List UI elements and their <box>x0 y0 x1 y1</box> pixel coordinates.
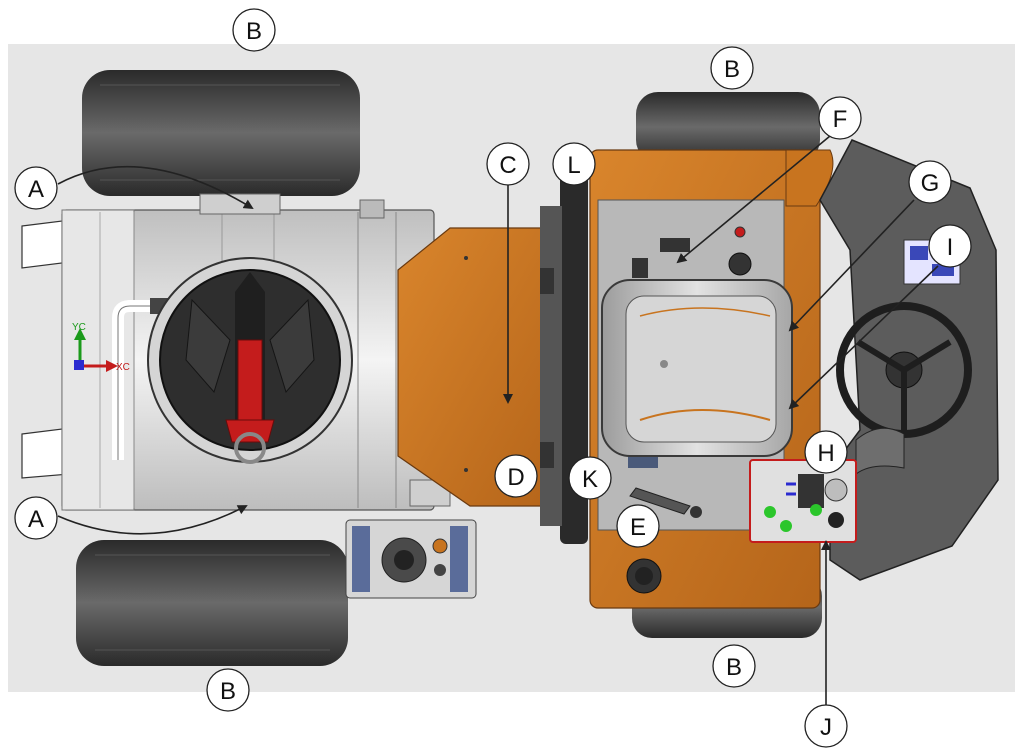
callout-k: K <box>568 456 612 500</box>
callout-g-label: G <box>921 170 940 197</box>
callout-a-top-label: A <box>28 176 44 203</box>
callout-a-bottom: A <box>14 496 58 540</box>
axis-indicator: YC XC <box>72 322 130 373</box>
callout-b-bottom-right-label: B <box>726 654 742 681</box>
callout-e: E <box>616 504 660 548</box>
callout-f-label: F <box>833 106 848 133</box>
pointer-lines <box>57 135 939 710</box>
axis-label-x: XC <box>116 362 130 373</box>
callout-d: D <box>494 454 538 498</box>
callout-c: C <box>486 142 530 186</box>
callout-a-top: A <box>14 166 58 210</box>
callout-d-label: D <box>507 464 524 491</box>
callout-b-top-right-label: B <box>724 56 740 83</box>
tire-bottom-left <box>76 540 348 666</box>
pump-box <box>345 519 477 599</box>
callout-b-bottom-right: B <box>712 644 756 688</box>
pointer-a-top <box>57 165 254 210</box>
control-panel <box>749 459 857 543</box>
callout-c-label: C <box>499 152 516 179</box>
callout-i-label: I <box>947 234 954 261</box>
callout-g: G <box>908 160 952 204</box>
callout-h-label: H <box>817 440 834 467</box>
callout-b-bottom-left: B <box>206 668 250 712</box>
callout-j: J <box>804 704 848 748</box>
tire-top-right <box>636 92 820 162</box>
callout-j-label: J <box>820 714 832 741</box>
pointer-a-bottom <box>57 505 248 535</box>
seat <box>601 279 793 457</box>
pointer-i <box>788 265 939 410</box>
callout-a-bottom-label: A <box>28 506 44 533</box>
callout-k-label: K <box>582 466 598 493</box>
hinge-frame <box>540 172 588 544</box>
axis-label-y: YC <box>72 322 86 333</box>
pointer-g <box>788 199 915 332</box>
tire-top-left <box>82 70 360 196</box>
callout-b-top-right: B <box>710 46 754 90</box>
callout-b-bottom-left-label: B <box>220 678 236 705</box>
callout-b-top-left: B <box>232 8 276 52</box>
callout-l-label: L <box>567 152 580 179</box>
callout-e-label: E <box>630 514 646 541</box>
callout-h: H <box>804 430 848 474</box>
callout-b-top-left-label: B <box>246 18 262 45</box>
callout-f: F <box>818 96 862 140</box>
callout-l: L <box>552 142 596 186</box>
callout-i: I <box>928 224 972 268</box>
hatch-handle <box>225 339 275 464</box>
pointer-f <box>676 135 831 264</box>
